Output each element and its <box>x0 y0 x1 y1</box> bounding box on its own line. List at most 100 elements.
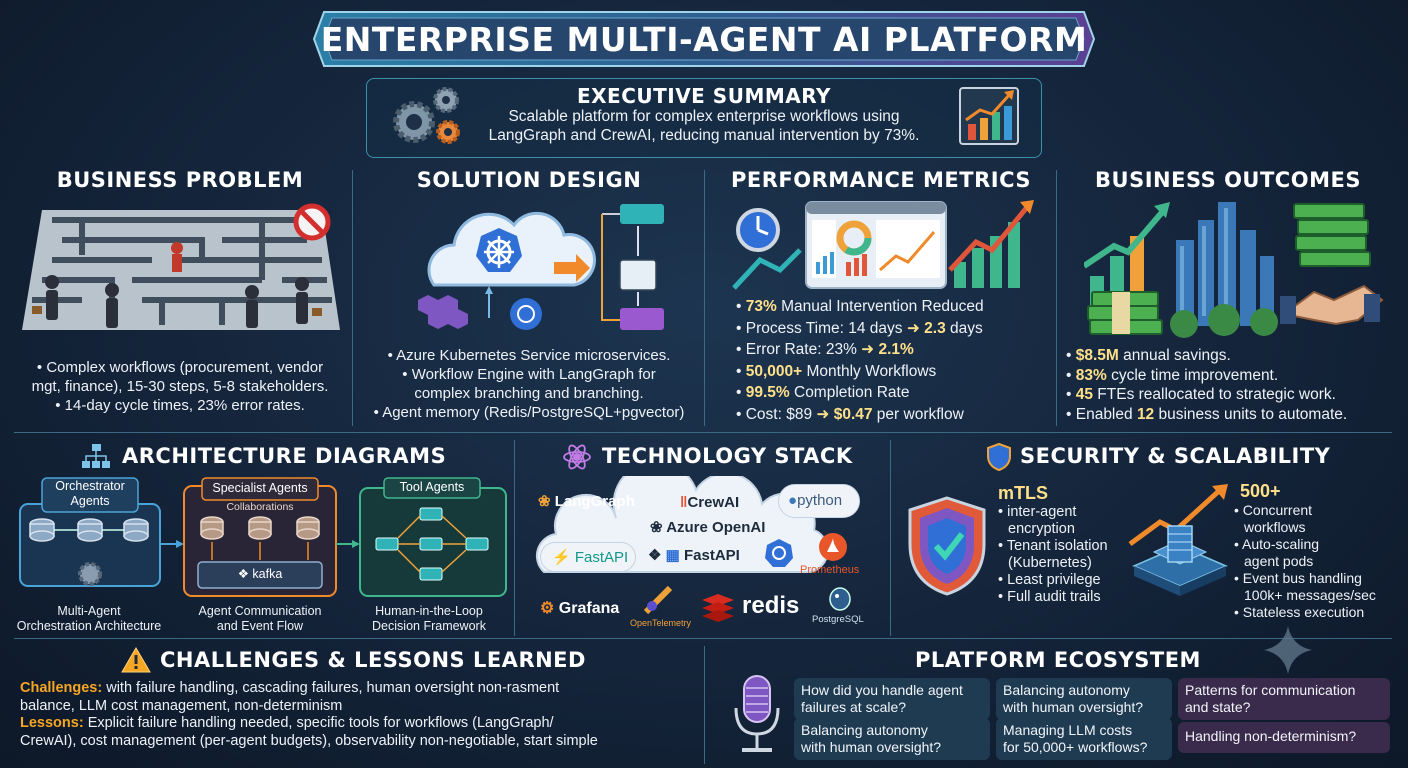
specialist-agents-label: Specialist Agents <box>212 481 308 495</box>
divider <box>514 440 515 636</box>
langgraph-icon: ❀ <box>538 493 551 510</box>
executive-summary-heading: EXECUTIVE SUMMARY <box>576 84 832 108</box>
crewai-icon: ‖ <box>680 494 688 511</box>
scalability-list: 500+ • Concurrent workflows • Auto-scali… <box>1234 480 1376 621</box>
architecture-heading: ARCHITECTURE DIAGRAMS <box>122 444 447 468</box>
solution-line2: • Workflow Engine with LangGraph for <box>402 366 656 383</box>
security-item-audit: • Full audit trails <box>998 589 1101 605</box>
solution-line4: • Agent memory (Redis/PostgreSQL+pgvecto… <box>373 404 685 421</box>
challenges-text: Challenges: with failure handling, casca… <box>20 680 598 750</box>
solution-line1: • Azure Kubernetes Service microservices… <box>387 347 671 364</box>
ecosystem-heading: PLATFORM ECOSYSTEM <box>915 648 1201 672</box>
metric-cost: • Cost: $89 ➜ $0.47 per workflow <box>736 405 964 423</box>
outcome-ftes: • 45 FTEs reallocated to strategic work. <box>1066 386 1336 403</box>
collaborations-label: Collaborations <box>226 501 294 513</box>
solution-line3: complex branching and branching. <box>414 385 644 402</box>
metric-monthly-workflows: • 50,000+ Monthly Workflows <box>736 362 937 380</box>
shield-icon <box>987 442 1011 472</box>
faq-item[interactable]: How did you handle agent failures at sca… <box>794 678 990 720</box>
faq-item[interactable]: Balancing autonomy with human oversight? <box>794 718 990 760</box>
divider <box>352 170 353 426</box>
kafka-label: ❖ kafka <box>237 567 283 581</box>
kubernetes-icon <box>765 539 793 567</box>
executive-summary-box <box>366 78 1042 158</box>
challenges-line1: Challenges: with failure handling, casca… <box>20 680 560 696</box>
faq-item[interactable]: Managing LLM costs for 50,000+ workflows… <box>996 718 1172 760</box>
python-logo <box>778 484 860 518</box>
tech-stack-heading: TECHNOLOGY STACK <box>602 444 853 468</box>
dashboard-illustration <box>732 200 1034 290</box>
security-item-encryption: • inter-agent <box>998 504 1077 520</box>
faq-item[interactable]: Patterns for communication and state? <box>1178 678 1390 720</box>
scale-item-autoscaling-2: agent pods <box>1244 553 1314 569</box>
challenges-heading: CHALLENGES & LESSONS LEARNED <box>160 648 586 672</box>
performance-metrics-heading: PERFORMANCE METRICS <box>730 168 1032 192</box>
business-problem-line2: mgt, finance), 15-30 steps, 5-8 stakehol… <box>31 378 329 395</box>
grafana-icon: ⚙ <box>540 600 555 617</box>
architecture-diagrams <box>19 477 507 597</box>
maze-illustration <box>22 203 340 330</box>
scale-item-eventbus-2: 100k+ messages/sec <box>1244 587 1376 603</box>
tech-stack-icon <box>563 444 591 470</box>
scale-item-concurrent: • Concurrent <box>1234 502 1313 518</box>
page-title: ENTERPRISE MULTI-AGENT AI PLATFORM <box>320 20 1088 59</box>
lessons-line1: Lessons: Explicit failure handling neede… <box>20 715 554 731</box>
metric-error-rate: • Error Rate: 23% ➜ 2.1% <box>736 341 914 358</box>
python-icon: ● <box>788 492 798 509</box>
metric-manual-intervention: • 73% Manual Intervention Reduced <box>736 298 984 315</box>
gears-icon <box>393 87 460 144</box>
faq-item[interactable]: Balancing autonomy with human oversight? <box>996 678 1172 720</box>
caption-human-loop: Human-in-the-Loop Decision Framework <box>372 604 486 633</box>
python-label: ●python <box>788 492 843 509</box>
scale-item-concurrent-2: workflows <box>1244 519 1306 535</box>
security-list: mTLS • inter-agent encryption • Tenant i… <box>998 482 1108 606</box>
faq-item[interactable]: Handling non-determinism? <box>1178 722 1390 753</box>
security-heading: SECURITY & SCALABILITY <box>1020 444 1331 468</box>
security-item-least-privilege: • Least privilege <box>998 572 1101 588</box>
divider <box>704 646 705 764</box>
hierarchy-icon <box>82 444 110 468</box>
title-banner: ENTERPRISE MULTI-AGENT AI PLATFORM <box>312 8 1096 70</box>
scaling-server-illustration <box>1128 484 1228 596</box>
sparkle-icon <box>1264 626 1312 674</box>
scale-item-autoscaling: • Auto-scaling <box>1234 536 1320 552</box>
crewai-logo: ‖CrewAI <box>680 494 740 511</box>
orchestrator-agents-label: Orchestrator Agents <box>55 479 125 508</box>
business-problem-heading: BUSINESS PROBLEM <box>56 168 304 192</box>
caption-orchestration: Multi-Agent Orchestration Architecture <box>16 604 162 633</box>
security-item-encryption-2: encryption <box>1008 521 1075 537</box>
cloud-kubernetes-diagram <box>418 204 664 330</box>
business-outcomes-heading: BUSINESS OUTCOMES <box>1095 168 1361 192</box>
security-shield-illustration <box>908 496 986 596</box>
scalability-big-number: 500+ <box>1240 481 1281 501</box>
warning-icon <box>121 647 151 673</box>
growth-chart-icon <box>959 87 1019 145</box>
business-problem-line3: • 14-day cycle times, 23% error rates. <box>55 397 305 414</box>
fastapi-label-2: ❖ ▦ FastAPI <box>648 547 740 564</box>
business-problem-text: • Complex workflows (procurement, vendor… <box>14 358 346 415</box>
metric-completion-rate: • 99.5% Completion Rate <box>736 384 910 401</box>
outcome-savings: • $8.5M annual savings. <box>1066 347 1231 364</box>
opentelemetry-icon <box>643 585 673 615</box>
divider <box>14 432 1392 433</box>
fastapi-logo-1 <box>540 542 636 572</box>
grafana-logo: ⚙ Grafana <box>540 600 620 617</box>
microphone-icon <box>734 675 780 752</box>
divider <box>890 440 891 636</box>
azure-openai-logo: ❀ Azure OpenAI <box>650 519 766 536</box>
scale-item-stateless: • Stateless execution <box>1234 604 1365 620</box>
metric-process-time: • Process Time: 14 days ➜ 2.3 days <box>736 319 983 337</box>
divider <box>14 638 1392 639</box>
executive-summary-line2: LangGraph and CrewAI, reducing manual in… <box>488 127 920 144</box>
prometheus-icon <box>819 533 847 561</box>
security-item-tenant: • Tenant isolation <box>998 538 1108 554</box>
lessons-line2: CrewAI), cost management (per-agent budg… <box>20 732 598 749</box>
caption-event-flow: Agent Communication and Event Flow <box>198 604 322 633</box>
redis-icon <box>702 594 734 622</box>
title-banner-frame <box>312 11 1096 67</box>
langgraph-logo: ❀ LangGraph <box>538 493 635 510</box>
divider <box>704 170 705 426</box>
fastapi-label-1: ⚡ FastAPI <box>552 549 629 566</box>
outcome-business-units: • Enabled 12 business units to automate. <box>1066 405 1348 423</box>
mtls-label: mTLS <box>998 483 1049 503</box>
